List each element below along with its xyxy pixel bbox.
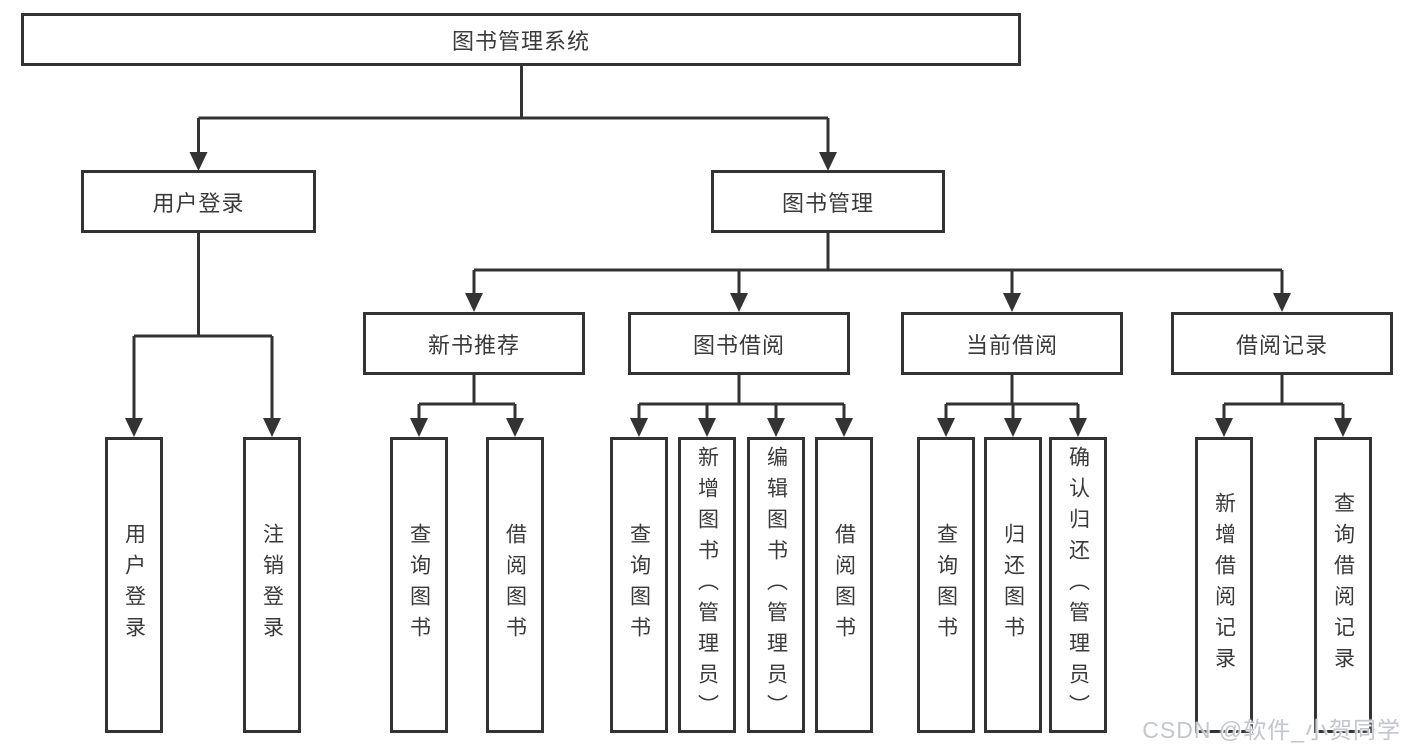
leaf-label: 借阅图书: [503, 523, 527, 647]
leaf-label: 借阅图书: [832, 523, 856, 647]
node-label: 图书借阅: [692, 332, 785, 358]
leaf-label: 查询图书: [407, 523, 431, 647]
node-user-login-branch: 用户登录: [81, 170, 316, 233]
node-label: 当前借阅: [965, 332, 1058, 358]
leaf-query-borrow-record: 查询借阅记录: [1314, 437, 1372, 733]
leaf-add-books-admin: 新增图书（管理员）: [678, 437, 736, 733]
leaf-borrow-books: 借阅图书: [815, 437, 873, 733]
csdn-watermark: CSDN @软件_小贺同学: [1142, 717, 1401, 743]
leaf-confirm-return-admin: 确认归还（管理员）: [1049, 437, 1107, 733]
leaf-return-books: 归还图书: [984, 437, 1042, 733]
leaf-query-books-current: 查询图书: [917, 437, 975, 733]
arrowhead-icons: [125, 152, 1352, 437]
leaf-label: 新增图书（管理员）: [695, 445, 719, 725]
node-label: 图书管理系统: [451, 28, 590, 54]
leaf-label: 查询借阅记录: [1331, 492, 1355, 678]
leaf-label: 查询图书: [934, 523, 958, 647]
node-library-management-system: 图书管理系统: [21, 13, 1021, 66]
node-label: 用户登录: [152, 190, 245, 216]
leaf-label: 归还图书: [1001, 523, 1025, 647]
node-book-management: 图书管理: [711, 170, 945, 233]
leaf-label: 用户登录: [122, 523, 146, 647]
leaf-query-books-borrow: 查询图书: [610, 437, 668, 733]
leaf-label: 确认归还（管理员）: [1066, 445, 1090, 725]
leaf-label: 新增借阅记录: [1212, 492, 1236, 678]
leaf-edit-books-admin: 编辑图书（管理员）: [747, 437, 805, 733]
node-current-borrowing: 当前借阅: [901, 312, 1123, 375]
node-borrowing-records: 借阅记录: [1171, 312, 1393, 375]
node-label: 借阅记录: [1235, 332, 1328, 358]
node-book-borrowing: 图书借阅: [628, 312, 850, 375]
leaf-logout: 注销登录: [243, 437, 301, 733]
leaf-label: 查询图书: [627, 523, 651, 647]
leaf-add-borrow-record: 新增借阅记录: [1195, 437, 1253, 733]
node-new-book-recommendation: 新书推荐: [363, 312, 585, 375]
leaf-borrow-books-newrec: 借阅图书: [486, 437, 544, 733]
node-label: 新书推荐: [427, 332, 520, 358]
leaf-label: 编辑图书（管理员）: [764, 445, 788, 725]
node-label: 图书管理: [781, 190, 874, 216]
leaf-query-books-newrec: 查询图书: [390, 437, 448, 733]
leaf-label: 注销登录: [260, 523, 284, 647]
leaf-user-login: 用户登录: [105, 437, 163, 733]
